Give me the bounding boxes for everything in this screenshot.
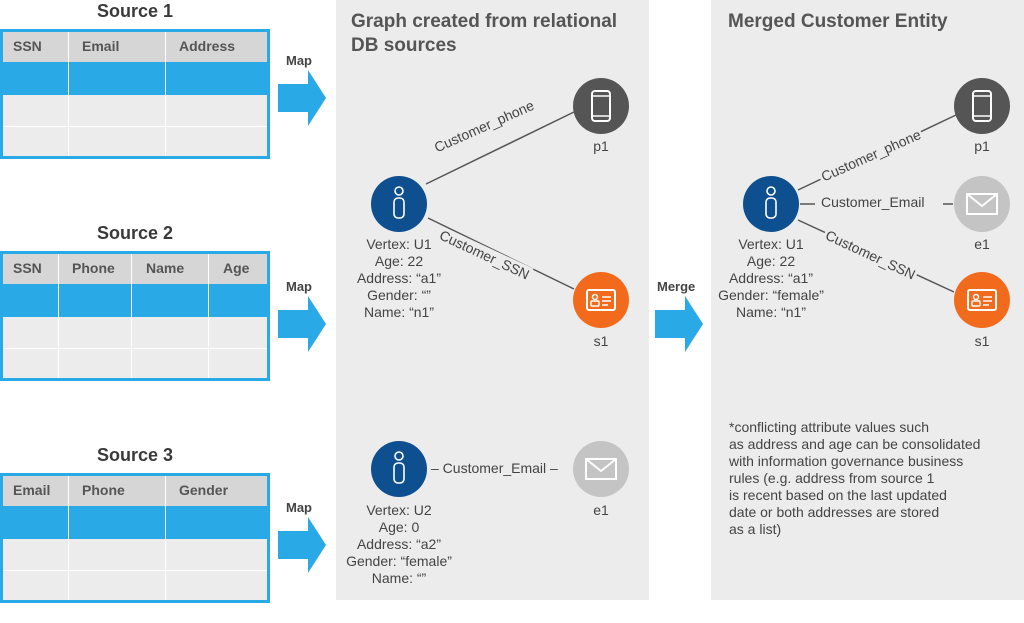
merge-label: Merge bbox=[657, 279, 696, 294]
column-header: Gender bbox=[179, 482, 229, 498]
note-line: rules (e.g. address from source 1 bbox=[729, 470, 935, 486]
attr-line: Name: “n1” bbox=[363, 304, 435, 320]
column-header: SSN bbox=[13, 260, 42, 276]
highlighted-row bbox=[3, 62, 267, 95]
source-3-title: Source 3 bbox=[96, 445, 174, 465]
highlighted-row bbox=[3, 506, 267, 539]
map-arrow-3 bbox=[278, 517, 326, 573]
node-label-p1: p1 bbox=[593, 138, 609, 154]
highlighted-row bbox=[3, 284, 267, 317]
column-header: Name bbox=[146, 260, 185, 276]
envelope-icon-merged-e1 bbox=[954, 176, 1010, 232]
graph-panel-title-line1: Graph created from relational bbox=[351, 11, 618, 32]
id-card-icon-s1 bbox=[573, 272, 629, 328]
attr-line: Gender: “female” bbox=[718, 287, 824, 303]
merged-node-label-s1: s1 bbox=[974, 333, 990, 349]
vertex-u2-attributes: Vertex: U2 Age: 0 Address: “a2” Gender: … bbox=[334, 502, 464, 587]
note-line: *conflicting attribute values such bbox=[729, 419, 929, 435]
vertex-u1-attributes: Vertex: U1 Age: 22 Address: “a1” Gender:… bbox=[339, 236, 459, 321]
attr-line: Name: “n1” bbox=[735, 304, 807, 320]
person-icon-u1 bbox=[371, 176, 427, 232]
note-line: as address and age can be consolidated bbox=[729, 436, 981, 452]
map-arrow-2 bbox=[278, 296, 326, 352]
note-line: with information governance business bbox=[729, 453, 964, 469]
envelope-icon-e1 bbox=[573, 441, 629, 497]
map-label-2: Map bbox=[286, 279, 312, 294]
merged-node-label-p1: p1 bbox=[974, 138, 990, 154]
attr-line: Address: “a1” bbox=[728, 270, 814, 286]
table-header: SSN Phone Name Age bbox=[3, 254, 267, 284]
source-1-title: Source 1 bbox=[96, 1, 174, 21]
source-3-table: Email Phone Gender bbox=[0, 473, 270, 603]
table-header: SSN Email Address bbox=[3, 32, 267, 62]
attr-line: Address: “a1” bbox=[356, 270, 442, 286]
column-header: SSN bbox=[13, 38, 42, 54]
id-card-icon-merged-s1 bbox=[954, 272, 1010, 328]
note-line: is recent based on the last updated bbox=[729, 487, 947, 503]
column-header: Phone bbox=[72, 260, 115, 276]
merged-edge-label-customer-email: Customer_Email bbox=[821, 194, 925, 210]
attr-line: Vertex: U1 bbox=[366, 236, 432, 252]
column-header: Age bbox=[223, 260, 250, 276]
attr-line: Gender: “” bbox=[367, 287, 431, 303]
attr-line: Age: 22 bbox=[746, 253, 796, 269]
source-2-table: SSN Phone Name Age bbox=[0, 251, 270, 381]
attr-line: Vertex: U1 bbox=[738, 236, 804, 252]
phone-icon-merged-p1 bbox=[954, 78, 1010, 134]
merged-node-label-e1: e1 bbox=[974, 236, 990, 252]
graph-panel-title: Graph created from relational DB sources bbox=[351, 10, 617, 58]
person-icon-merged-u1 bbox=[743, 176, 799, 232]
source-2-title: Source 2 bbox=[96, 223, 174, 243]
consolidation-note: *conflicting attribute values such as ad… bbox=[729, 419, 1019, 538]
table-header: Email Phone Gender bbox=[3, 476, 267, 506]
attr-line: Age: 22 bbox=[374, 253, 424, 269]
merge-arrow bbox=[655, 296, 703, 352]
attr-line: Age: 0 bbox=[378, 519, 420, 535]
merged-panel-title: Merged Customer Entity bbox=[728, 11, 948, 32]
graph-panel-title-line2: DB sources bbox=[351, 35, 457, 56]
phone-icon-p1 bbox=[573, 78, 629, 134]
attr-line: Vertex: U2 bbox=[366, 502, 432, 518]
attr-line: Address: “a2” bbox=[356, 536, 442, 552]
attr-line: Gender: “female” bbox=[346, 553, 452, 569]
merged-vertex-u1-attributes: Vertex: U1 Age: 22 Address: “a1” Gender:… bbox=[706, 236, 836, 321]
column-header: Email bbox=[82, 38, 120, 54]
node-label-s1: s1 bbox=[593, 333, 609, 349]
node-label-e1: e1 bbox=[593, 502, 609, 518]
map-arrow-1 bbox=[278, 70, 326, 126]
map-label-3: Map bbox=[286, 500, 312, 515]
column-header: Address bbox=[179, 38, 236, 54]
column-header: Phone bbox=[82, 482, 125, 498]
source-1-table: SSN Email Address bbox=[0, 29, 270, 159]
map-label-1: Map bbox=[286, 53, 312, 68]
note-line: date or both addresses are stored bbox=[729, 504, 940, 520]
person-icon-u2 bbox=[371, 441, 427, 497]
edge-line-u1-p1 bbox=[425, 111, 575, 185]
column-header: Email bbox=[13, 482, 51, 498]
note-line: as a list) bbox=[729, 521, 782, 537]
attr-line: Name: “” bbox=[371, 570, 427, 586]
edge-label-customer-email: – Customer_Email – bbox=[431, 460, 558, 476]
